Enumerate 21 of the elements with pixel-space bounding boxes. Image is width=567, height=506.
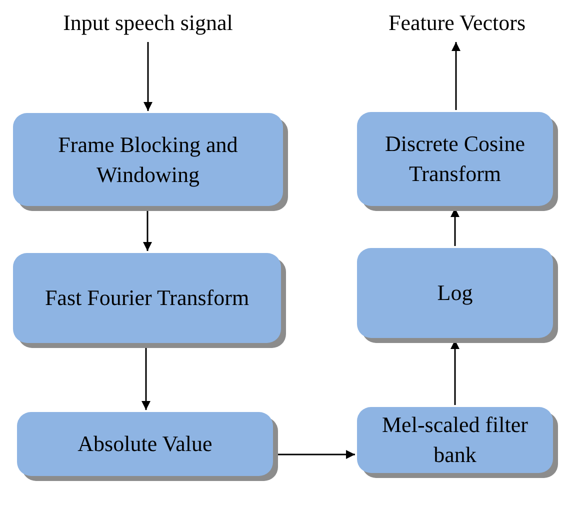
box-text: Fast Fourier Transform xyxy=(44,284,250,312)
process-box xyxy=(357,248,553,338)
box-text: Absolute Value xyxy=(78,430,212,458)
box-text: Mel-scaled filter bank xyxy=(381,411,529,469)
arrow xyxy=(450,208,460,246)
arrow xyxy=(142,345,150,410)
process-box xyxy=(13,113,283,206)
process-box xyxy=(357,112,553,206)
box-text: Frame Blocking and Windowing xyxy=(57,130,239,189)
arrow xyxy=(450,340,460,405)
process-box xyxy=(13,253,281,343)
process-box xyxy=(357,407,553,473)
text-label: Feature Vectors xyxy=(367,6,547,40)
process-box xyxy=(17,412,273,476)
arrow xyxy=(452,42,460,110)
arrow xyxy=(275,450,355,459)
box-text: Log xyxy=(437,279,473,308)
arrow xyxy=(144,42,152,111)
box-text: Discrete Cosine Transform xyxy=(384,130,526,188)
text-label: Input speech signal xyxy=(45,6,251,40)
arrow xyxy=(143,208,152,251)
